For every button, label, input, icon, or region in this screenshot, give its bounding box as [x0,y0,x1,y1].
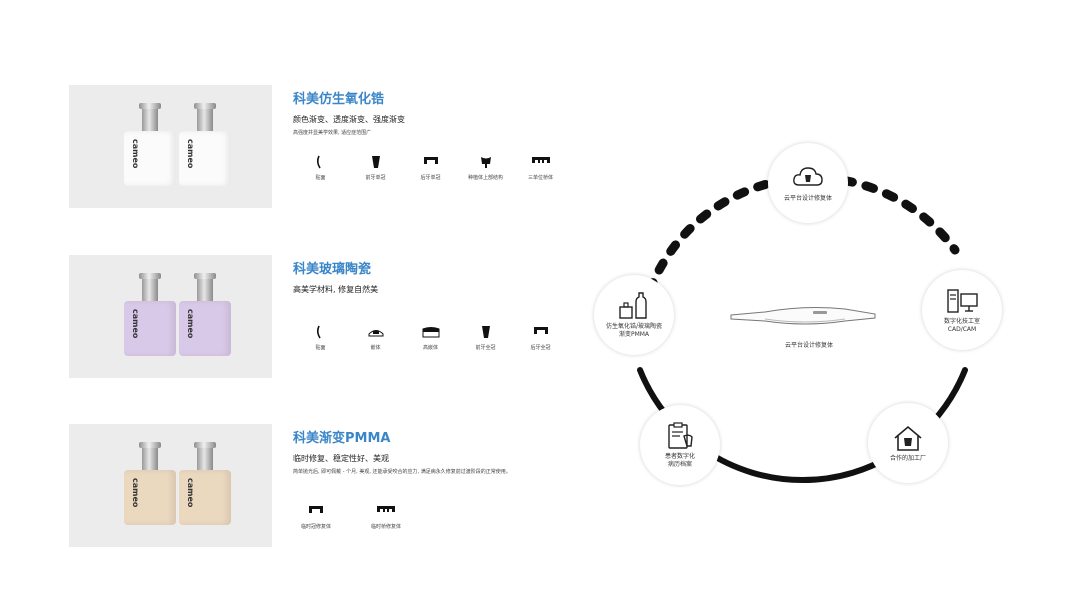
product-photo: cameo cameo [69,85,272,208]
product-pmma: cameo cameo 科美渐变PMMA 临时修复、稳定性好、美观 简单抛光后,… [69,424,549,547]
house-icon [894,425,922,451]
indication-icons: 贴面 嵌体 高嵌体 前牙全冠 后牙全冠 [293,325,568,351]
temporary-bridge-icon [377,506,395,512]
indication-item: 贴面 [293,325,348,351]
computer-icon [947,289,978,313]
temporary-crown-icon [309,506,323,513]
onlay-icon [422,327,439,338]
product-photo: cameo cameo [69,255,272,378]
materials-node: 仿生氧化锆/玻璃陶瓷 渐变PMMA [594,275,674,355]
intraoral-scanner-icon [730,307,876,325]
cloud-node: 云平台设计修复体 [768,143,848,223]
indication-item: 后牙全冠 [513,325,568,351]
indication-item: 三单位桥体 [513,155,568,181]
veneer-icon [316,155,321,169]
product-info: 科美渐变PMMA 临时修复、稳定性好、美观 简单抛光后, 即可佩戴 - 个月, … [293,430,553,477]
indication-item: 临时桥修复体 [351,504,421,530]
factory-node: 合作的加工厂 [868,403,948,483]
product-photo: cameo cameo [69,424,272,547]
product-title: 科美玻璃陶瓷 [293,262,372,277]
anterior-crown-icon [371,156,380,168]
anterior-full-crown-icon [481,326,490,338]
material-block: cameo [124,103,176,186]
implant-superstructure-icon [480,157,491,168]
scanner-label: 云平台设计修复体 [784,342,833,349]
material-block: cameo [179,273,231,356]
veneer-icon [316,325,321,339]
indication-item: 贴面 [293,155,348,181]
material-block: cameo [124,442,176,525]
product-title: 科美仿生氧化锆 [293,92,385,107]
product-desc: 简单抛光后, 即可佩戴 - 个月, 美观, 还能承受咬合的应力, 满足病永久修复… [293,469,511,475]
product-subtitle: 高美学材料, 修复自然美 [293,285,379,294]
product-title: 科美渐变PMMA [293,431,391,446]
posterior-full-crown-icon [533,327,548,334]
material-block: cameo [179,103,231,186]
records-node: 患者数字化 病历档案 [640,405,720,485]
product-desc: 高强度并显美学效果, 适应症范围广 [293,130,372,136]
clipboard-icon [668,422,693,449]
indication-item: 种植体上部结构 [458,155,513,181]
indication-item: 临时冠修复体 [281,504,351,530]
three-unit-bridge-icon [531,157,550,163]
cadcam-node: 数字化技工室 CAD/CAM [922,270,1002,350]
product-info: 科美仿生氧化锆 颜色渐变、透度渐变、强度渐变 高强度并显美学效果, 适应症范围广 [293,91,553,138]
indication-item: 前牙单冠 [348,155,403,181]
product-subtitle: 临时修复、稳定性好、美观 [293,454,389,463]
indication-item: 前牙全冠 [458,325,513,351]
material-block: cameo [179,442,231,525]
inlay-icon [368,330,383,337]
product-subtitle: 颜色渐变、透度渐变、强度渐变 [293,115,405,124]
material-block: cameo [124,273,176,356]
product-zirconia: cameo cameo 科美仿生氧化锆 颜色渐变、透度渐变、强度渐变 高强度并显… [69,85,553,208]
cloud-icon [793,167,823,186]
indication-icons: 贴面 前牙单冠 后牙单冠 种植体上部结构 三单位桥体 [293,155,568,181]
indication-item: 后牙单冠 [403,155,458,181]
posterior-crown-icon [423,157,438,164]
indication-item: 嵌体 [348,325,403,351]
product-info: 科美玻璃陶瓷 高美学材料, 修复自然美 [293,261,553,295]
materials-icon [619,292,647,319]
indication-item: 高嵌体 [403,325,458,351]
product-glass-ceramic: cameo cameo 科美玻璃陶瓷 高美学材料, 修复自然美 贴面 嵌体 高嵌… [69,255,551,378]
indication-icons: 临时冠修复体 临时桥修复体 [281,504,421,530]
